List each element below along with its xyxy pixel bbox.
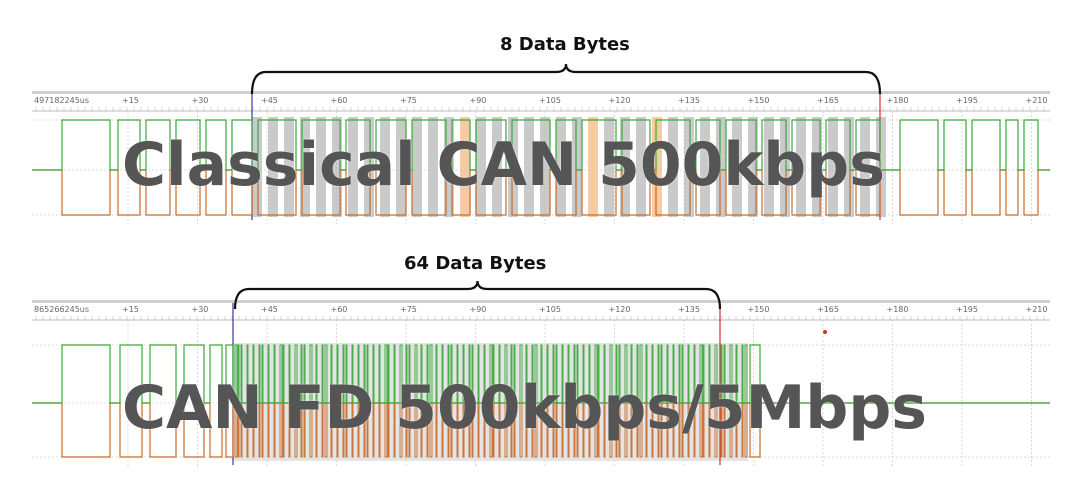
data-bytes-brace: [233, 280, 722, 310]
can-fd-waveform: 865266245us +15 +30 +45 +60 +75 +90 +105 +120 +13…: [32, 280, 1050, 467]
classical-can-high: [32, 119, 1050, 171]
tick-label: +135: [678, 96, 700, 105]
data-byte-shade: [412, 117, 422, 217]
data-byte-shade: [604, 117, 614, 217]
data-byte-shade: [636, 117, 646, 217]
tick-label: +180: [887, 305, 909, 314]
data-byte-shade: [332, 117, 342, 217]
fd-trailing-can-high: [749, 344, 761, 403]
cursor-dot: [823, 330, 827, 334]
data-byte-shade: [732, 117, 742, 217]
data-byte-shade: [652, 117, 662, 217]
tick-label: +195: [956, 96, 978, 105]
tick-label: +120: [609, 96, 631, 105]
data-byte-shade: [668, 117, 678, 217]
classical-can-low: [32, 169, 1050, 216]
can-fd-panel: 865266245us +15 +30 +45 +60 +75 +90 +105 +120 +13…: [0, 245, 1080, 486]
data-byte-shade: [780, 117, 790, 217]
tick-label: +75: [400, 96, 417, 105]
data-byte-shade: [700, 117, 710, 217]
timeline-rule: [32, 91, 1050, 94]
data-byte-shade: [812, 117, 822, 217]
data-byte-shade: [268, 117, 278, 217]
data-byte-shade: [540, 117, 550, 217]
timeline-rule: [32, 300, 1050, 303]
data-byte-shade: [796, 117, 806, 217]
data-byte-shade: [300, 117, 310, 217]
timestamp-label: 865266245us: [34, 305, 89, 314]
tick-label: +120: [609, 305, 631, 314]
data-byte-shade: [364, 117, 374, 217]
tick-label: +180: [887, 96, 909, 105]
classical-can-panel: 497182245us +15 +30 +45 +60 +75 +90 +105 +120 +13…: [0, 0, 1080, 230]
data-byte-shade: [460, 117, 470, 217]
data-byte-shade: [348, 117, 358, 217]
data-byte-shade: [572, 117, 582, 217]
data-byte-shade: [860, 117, 870, 217]
classical-data-bytes-label: 8 Data Bytes: [500, 34, 630, 55]
data-byte-shade: [380, 117, 390, 217]
tick-label: +150: [748, 305, 770, 314]
tick-label: +105: [539, 305, 561, 314]
tick-label: +15: [122, 96, 139, 105]
tick-label: +105: [539, 96, 561, 105]
data-byte-shade: [428, 117, 438, 217]
data-byte-shade: [524, 117, 534, 217]
tick-label: +90: [470, 305, 487, 314]
tick-label: +60: [331, 305, 348, 314]
data-byte-shade: [828, 117, 838, 217]
tick-label: +75: [400, 305, 417, 314]
data-byte-shade: [684, 117, 694, 217]
data-byte-shade: [556, 117, 566, 217]
fd-trailing-can-low: [749, 403, 761, 458]
tick-label: +60: [331, 96, 348, 105]
data-byte-shade: [620, 117, 630, 217]
data-byte-shade: [876, 117, 886, 217]
data-byte-shade: [252, 117, 262, 217]
tick-label: +210: [1026, 96, 1048, 105]
data-byte-shade: [508, 117, 518, 217]
data-byte-shade: [492, 117, 502, 217]
fd-data-can-low: [234, 403, 748, 458]
tick-label: +165: [817, 96, 839, 105]
data-byte-shade: [844, 117, 854, 217]
data-byte-shade: [748, 117, 758, 217]
tick-label: +150: [748, 96, 770, 105]
classical-can-waveform: 497182245us +15 +30 +45 +60 +75 +90 +105 +120 +13…: [32, 63, 1050, 224]
tick-label: +90: [470, 96, 487, 105]
tick-label: +135: [678, 305, 700, 314]
fd-data-can-high: [234, 344, 748, 403]
data-byte-shade: [284, 117, 294, 217]
data-byte-shade: [476, 117, 486, 217]
data-byte-shade: [316, 117, 326, 217]
fd-data-bytes-label: 64 Data Bytes: [404, 253, 547, 274]
tick-label: +45: [261, 305, 278, 314]
data-byte-shade: [588, 117, 598, 217]
data-byte-shade: [716, 117, 726, 217]
tick-label: +165: [817, 305, 839, 314]
classical-can-overlay-title: Classical CAN 500kbps: [122, 130, 885, 200]
tick-label: +15: [122, 305, 139, 314]
data-bytes-brace: [250, 63, 882, 95]
data-byte-shade: [764, 117, 774, 217]
can-fd-overlay-title: CAN FD 500kbps/5Mbps: [122, 373, 927, 443]
fd-arbitration-can-high: [32, 344, 1050, 404]
tick-label: +30: [192, 96, 209, 105]
tick-label: +45: [261, 96, 278, 105]
timestamp-label: 497182245us: [34, 96, 89, 105]
tick-label: +210: [1026, 305, 1048, 314]
data-byte-shade: [396, 117, 406, 217]
tick-label: +195: [956, 305, 978, 314]
data-byte-shade: [444, 117, 454, 217]
tick-label: +30: [192, 305, 209, 314]
